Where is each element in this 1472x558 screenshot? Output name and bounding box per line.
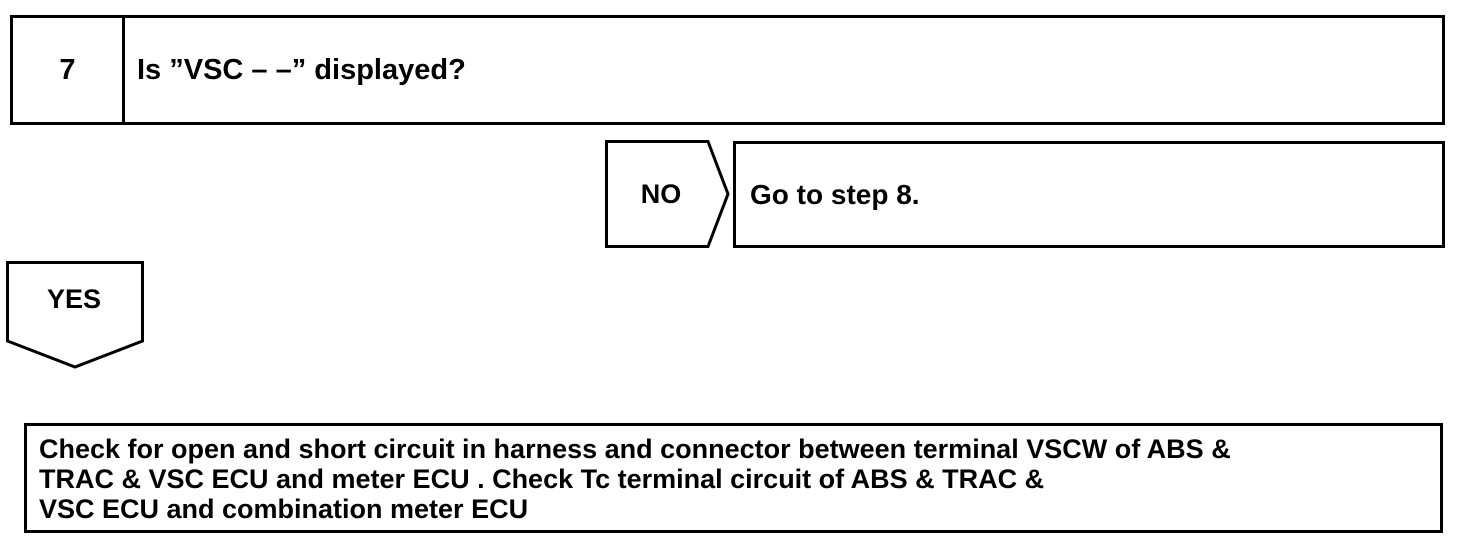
no-branch-label: NO [640,178,682,209]
step-box: 7 Is ”VSC – –” displayed? [10,15,1445,125]
yes-arrow-shape [6,261,144,369]
step-question: Is ”VSC – –” displayed? [137,53,466,86]
no-branch-action-text: Go to step 8. [750,178,920,210]
yes-branch-label: YES [46,284,102,314]
step-number: 7 [13,18,125,122]
no-arrow-shape [605,140,730,248]
result-line: VSC ECU and combination meter ECU [39,494,529,524]
result-box: Check for open and short circuit in harn… [24,423,1443,533]
result-line: Check for open and short circuit in harn… [39,434,1231,464]
result-line: TRAC & VSC ECU and meter ECU . Check Tc … [39,464,1045,494]
no-branch-action-box: Go to step 8. [733,141,1445,248]
